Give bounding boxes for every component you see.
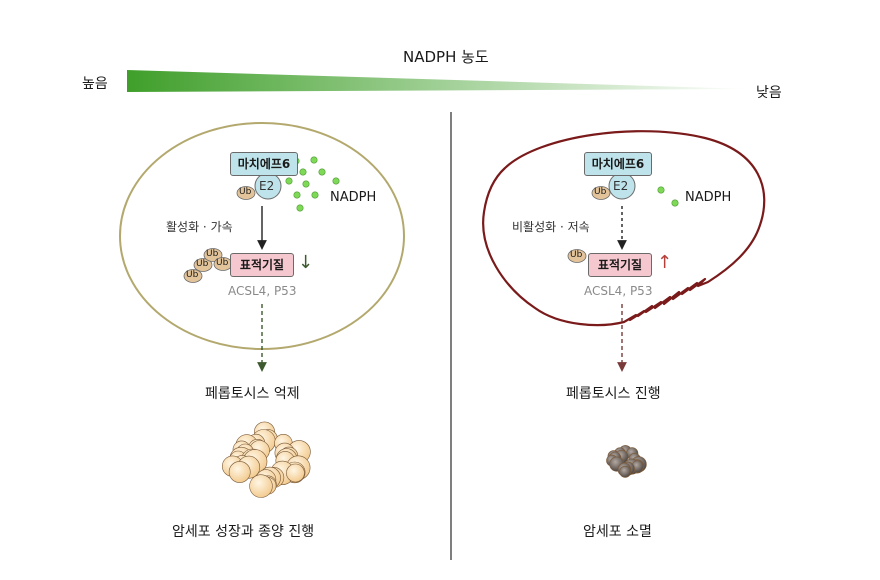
right-substrate-up-arrow: ↑ [657,252,673,273]
left-process-label: 활성화 · 가속 [166,220,233,234]
gradient-low-label: 낮음 [756,85,782,101]
left-ub-chain-bead [203,248,223,262]
nadph-dot [285,177,293,185]
left-substrate-label: 표적기질 [239,258,285,272]
small-tumor-cluster [606,445,647,478]
right-ub-bead [591,186,611,200]
gradient-high-label: 높음 [82,76,108,92]
right-enzyme-box: 마치에프6 [584,152,652,176]
left-ub-chain-label: Ub [186,270,199,280]
left-result-label: 암세포 성장과 종양 진행 [172,524,315,540]
left-enzyme-label: 마치에프6 [237,157,291,171]
left-ub-chain-bead [183,269,203,283]
left-ub-chain-bead [193,258,213,272]
large-tumor-cluster [222,421,311,498]
nadph-dot [296,204,304,212]
tumor-cell [228,461,251,483]
nadph-dot [311,191,319,199]
left-substrate-down-arrow: ↓ [298,252,314,273]
right-substrate-box: 표적기질 [588,253,652,277]
left-e2-label: E2 [259,179,275,193]
right-e2-label: E2 [613,179,629,193]
left-nadph-molecules [285,156,340,212]
left-nadph-label: NADPH [330,190,377,205]
right-enzyme-label: 마치에프6 [591,157,645,171]
nadph-dot [293,191,301,199]
right-ub-substrate-label: Ub [570,250,583,260]
nadph-dot [302,180,310,188]
left-outcome-label: 페롭토시스 억제 [205,386,300,402]
nadph-dot [332,177,340,185]
left-substrate-examples: ACSL4, P53 [228,284,297,298]
right-substrate-label: 표적기질 [597,258,643,272]
left-enzyme-box: 마치에프6 [230,152,298,176]
right-nadph-label: NADPH [685,190,732,205]
left-ub-chain-label: Ub [206,249,219,259]
right-nadph-molecules [657,186,679,207]
nadph-dot [310,156,318,164]
left-ub-bead [236,186,256,200]
tumor-cell [249,474,273,498]
nadph-gradient-wedge [127,70,750,92]
nadph-dot [657,186,665,194]
right-process-label: 비활성화 · 저속 [512,220,590,234]
nadph-dot [299,168,307,176]
nadph-dot [318,168,326,176]
left-substrate-box: 표적기질 [230,253,294,277]
tumor-cell [286,463,305,483]
left-ub-chain-label: Ub [196,259,209,269]
right-outcome-label: 페롭토시스 진행 [566,386,661,402]
right-cell-membrane [482,130,766,327]
right-result-label: 암세포 소멸 [583,524,652,540]
left-ub-chain-label: Ub [216,258,229,268]
right-ub-label: Ub [594,187,607,197]
right-ub-substrate-bead [567,249,587,263]
nadph-dot [671,199,679,207]
left-ub-label: Ub [239,187,252,197]
tumor-cell [619,465,632,478]
gradient-title: NADPH 농도 [403,48,489,66]
right-substrate-examples: ACSL4, P53 [584,284,653,298]
